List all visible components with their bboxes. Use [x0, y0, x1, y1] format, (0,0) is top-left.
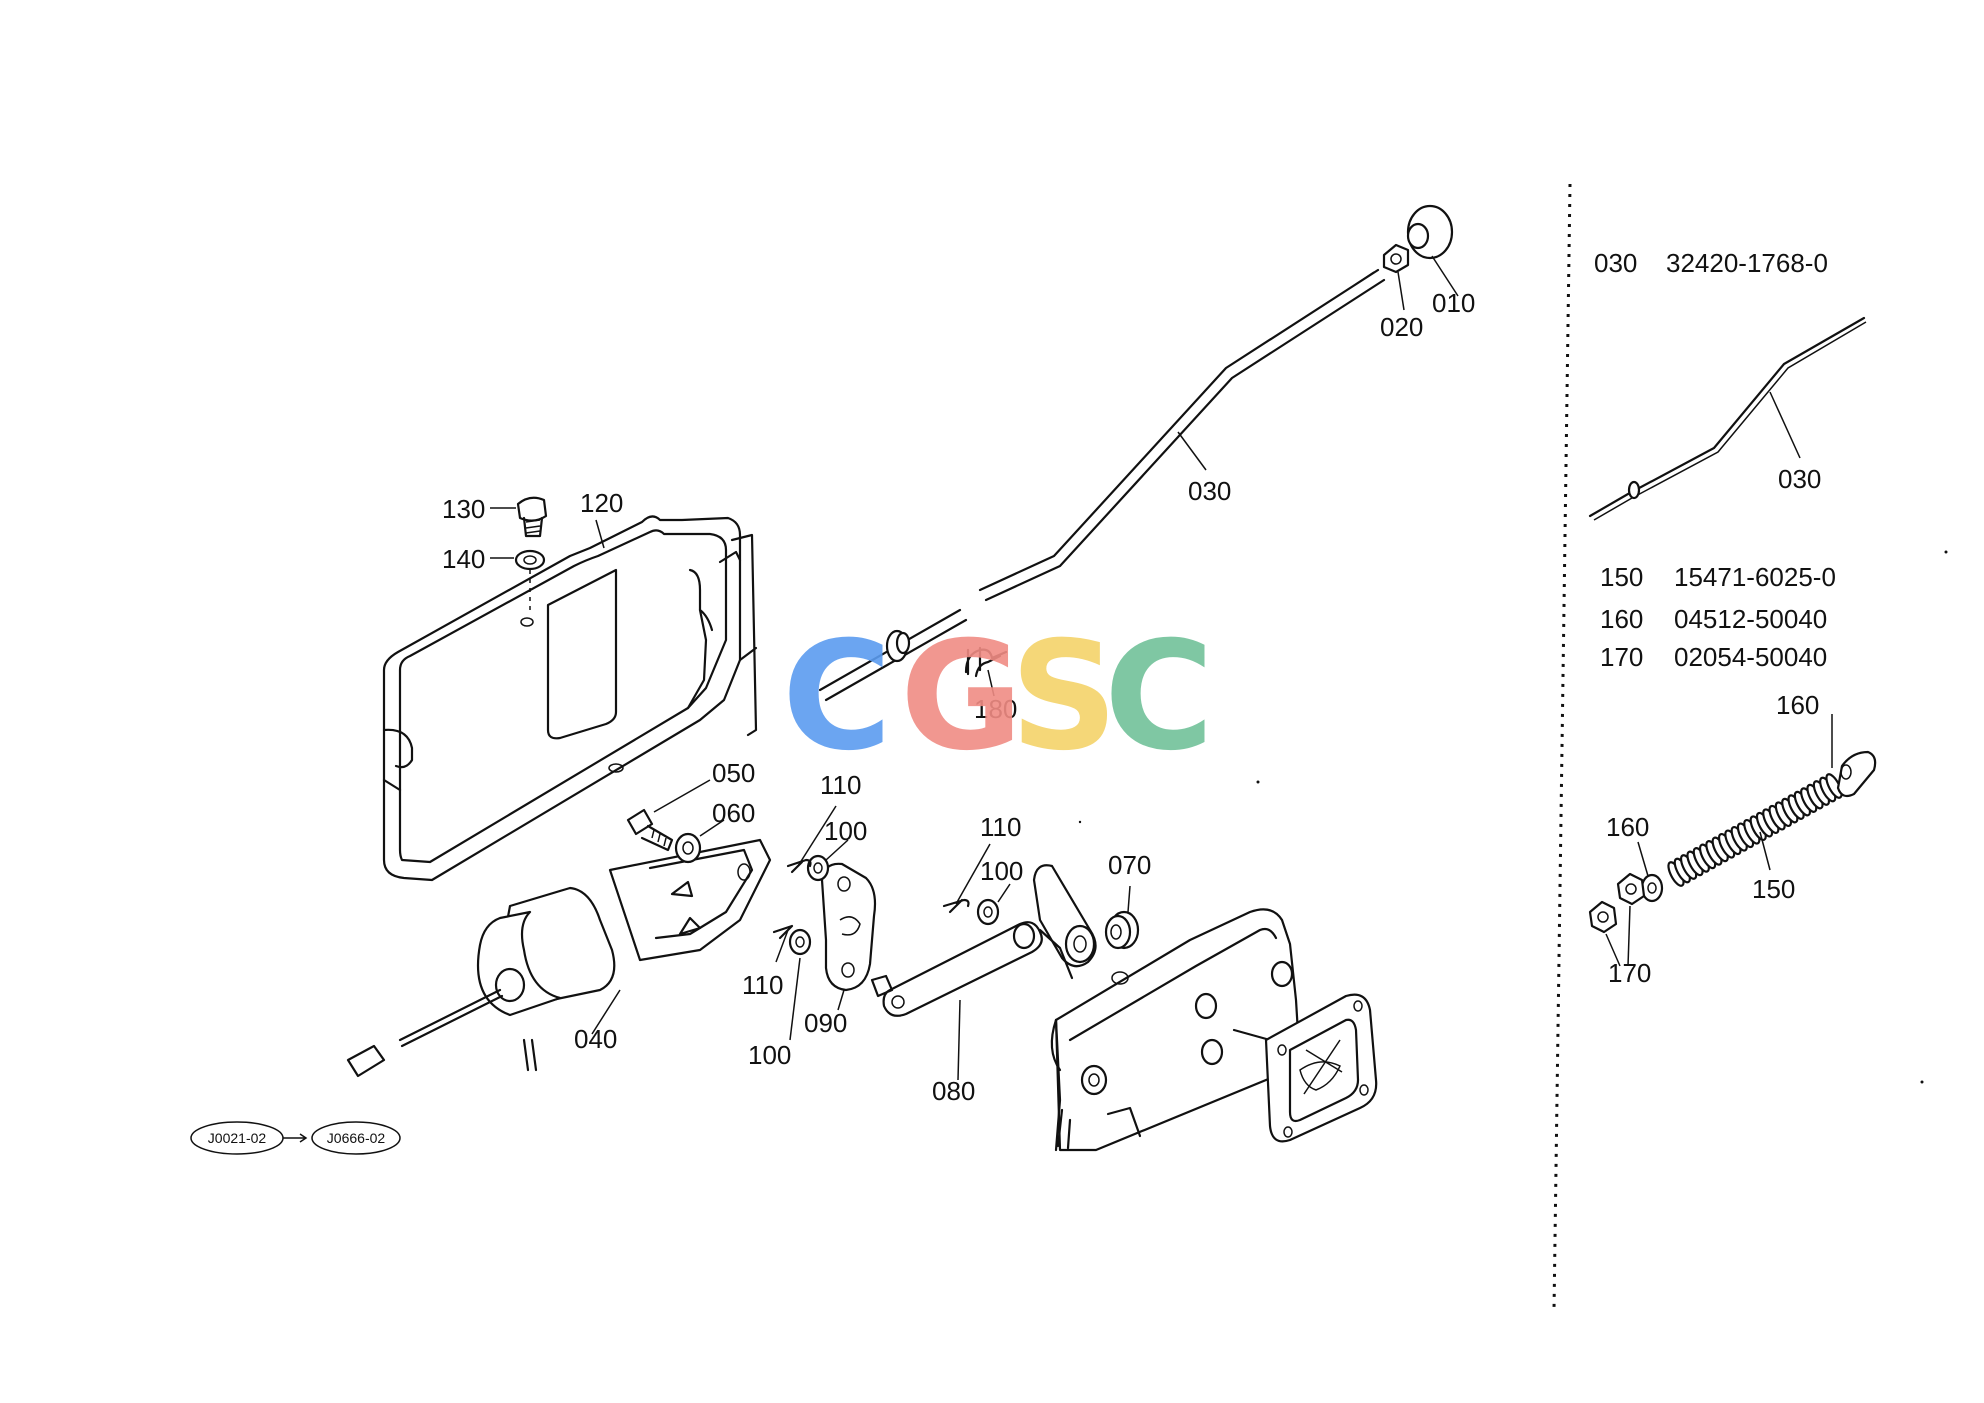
label-090: 090: [804, 1008, 847, 1038]
part-120-cover: [382, 515, 758, 882]
reference-link-1[interactable]: J0021-02: [190, 1121, 284, 1155]
watermark-letter-c1: C: [782, 610, 892, 784]
detail-label-160-right: 160: [1776, 690, 1819, 720]
watermark-letter-s: S: [1010, 610, 1118, 784]
detail-160-washer-left: [1637, 841, 1664, 903]
detail-150-spring: [1667, 773, 1843, 887]
label-010: 010: [1432, 288, 1475, 318]
label-040: 040: [574, 1024, 617, 1054]
label-140: 140: [442, 544, 485, 574]
label-050: 050: [712, 758, 755, 788]
detail-label-030: 030: [1778, 464, 1821, 494]
part-180-clip: [964, 646, 1008, 697]
parts-list-ref-150: 150: [1600, 562, 1643, 592]
watermark-letter-g: G: [900, 610, 1023, 784]
label-130: 130: [442, 494, 485, 524]
label-100-b: 100: [748, 1040, 791, 1070]
label-100-c: 100: [980, 856, 1023, 886]
parts-list-number-160: 04512-50040: [1674, 604, 1827, 634]
part-100-110-left-cluster: [772, 805, 849, 1041]
watermark: C G S C: [782, 610, 1214, 784]
label-180: 180: [974, 694, 1017, 724]
detail-160-washer-right: [1831, 714, 1877, 798]
part-governor-lever: [1032, 864, 1097, 980]
label-110-b: 110: [742, 970, 783, 1000]
label-060: 060: [712, 798, 755, 828]
label-070: 070: [1108, 850, 1151, 880]
part-040-solenoid: [346, 838, 772, 1078]
part-060-washer: [674, 819, 725, 864]
label-110-c: 110: [980, 812, 1021, 842]
part-070-sleeve: [1104, 885, 1140, 950]
part-140-washer: [490, 549, 546, 612]
reference-label-2: J0666-02: [327, 1130, 386, 1146]
reference-arrow: [283, 1133, 308, 1143]
detail-label-170: 170: [1608, 958, 1651, 988]
label-120: 120: [580, 488, 623, 518]
part-rear-plate: [1264, 993, 1378, 1143]
detail-label-150: 150: [1752, 874, 1795, 904]
part-010-knob: [1406, 204, 1459, 297]
parts-list-ref-030: 030: [1594, 248, 1637, 278]
part-030-rod: [818, 268, 1386, 702]
label-110-a: 110: [820, 770, 861, 800]
scan-speck: [1944, 550, 1948, 554]
part-080-link: [870, 921, 1043, 1081]
scan-speck: [1920, 1080, 1924, 1084]
reference-link-2[interactable]: J0666-02: [311, 1121, 401, 1155]
label-030: 030: [1188, 476, 1231, 506]
detail-170-nuts: [1588, 872, 1646, 967]
label-100-a: 100: [824, 816, 867, 846]
part-050-bolt: [626, 779, 711, 852]
scan-speck: [1078, 820, 1082, 824]
section-divider: [1552, 183, 1572, 1311]
part-130-bolt: [490, 496, 548, 538]
parts-list-ref-170: 170: [1600, 642, 1643, 672]
label-020: 020: [1380, 312, 1423, 342]
scan-speck: [1256, 780, 1260, 784]
reference-label-1: J0021-02: [208, 1130, 267, 1146]
parts-list-number-030: 32420-1768-0: [1666, 248, 1828, 278]
part-100-110-right-cluster: [942, 843, 1011, 926]
spring-leader-line: [1759, 831, 1771, 871]
parts-list-number-170: 02054-50040: [1674, 642, 1827, 672]
detail-030-rod: [1588, 316, 1867, 521]
watermark-letter-c2: C: [1104, 610, 1214, 784]
part-090-lever: [820, 862, 877, 1011]
parts-list-number-150: 15471-6025-0: [1674, 562, 1836, 592]
parts-list-ref-160: 160: [1600, 604, 1643, 634]
label-080: 080: [932, 1076, 975, 1106]
detail-label-160-left: 160: [1606, 812, 1649, 842]
part-020-nut: [1382, 243, 1410, 311]
